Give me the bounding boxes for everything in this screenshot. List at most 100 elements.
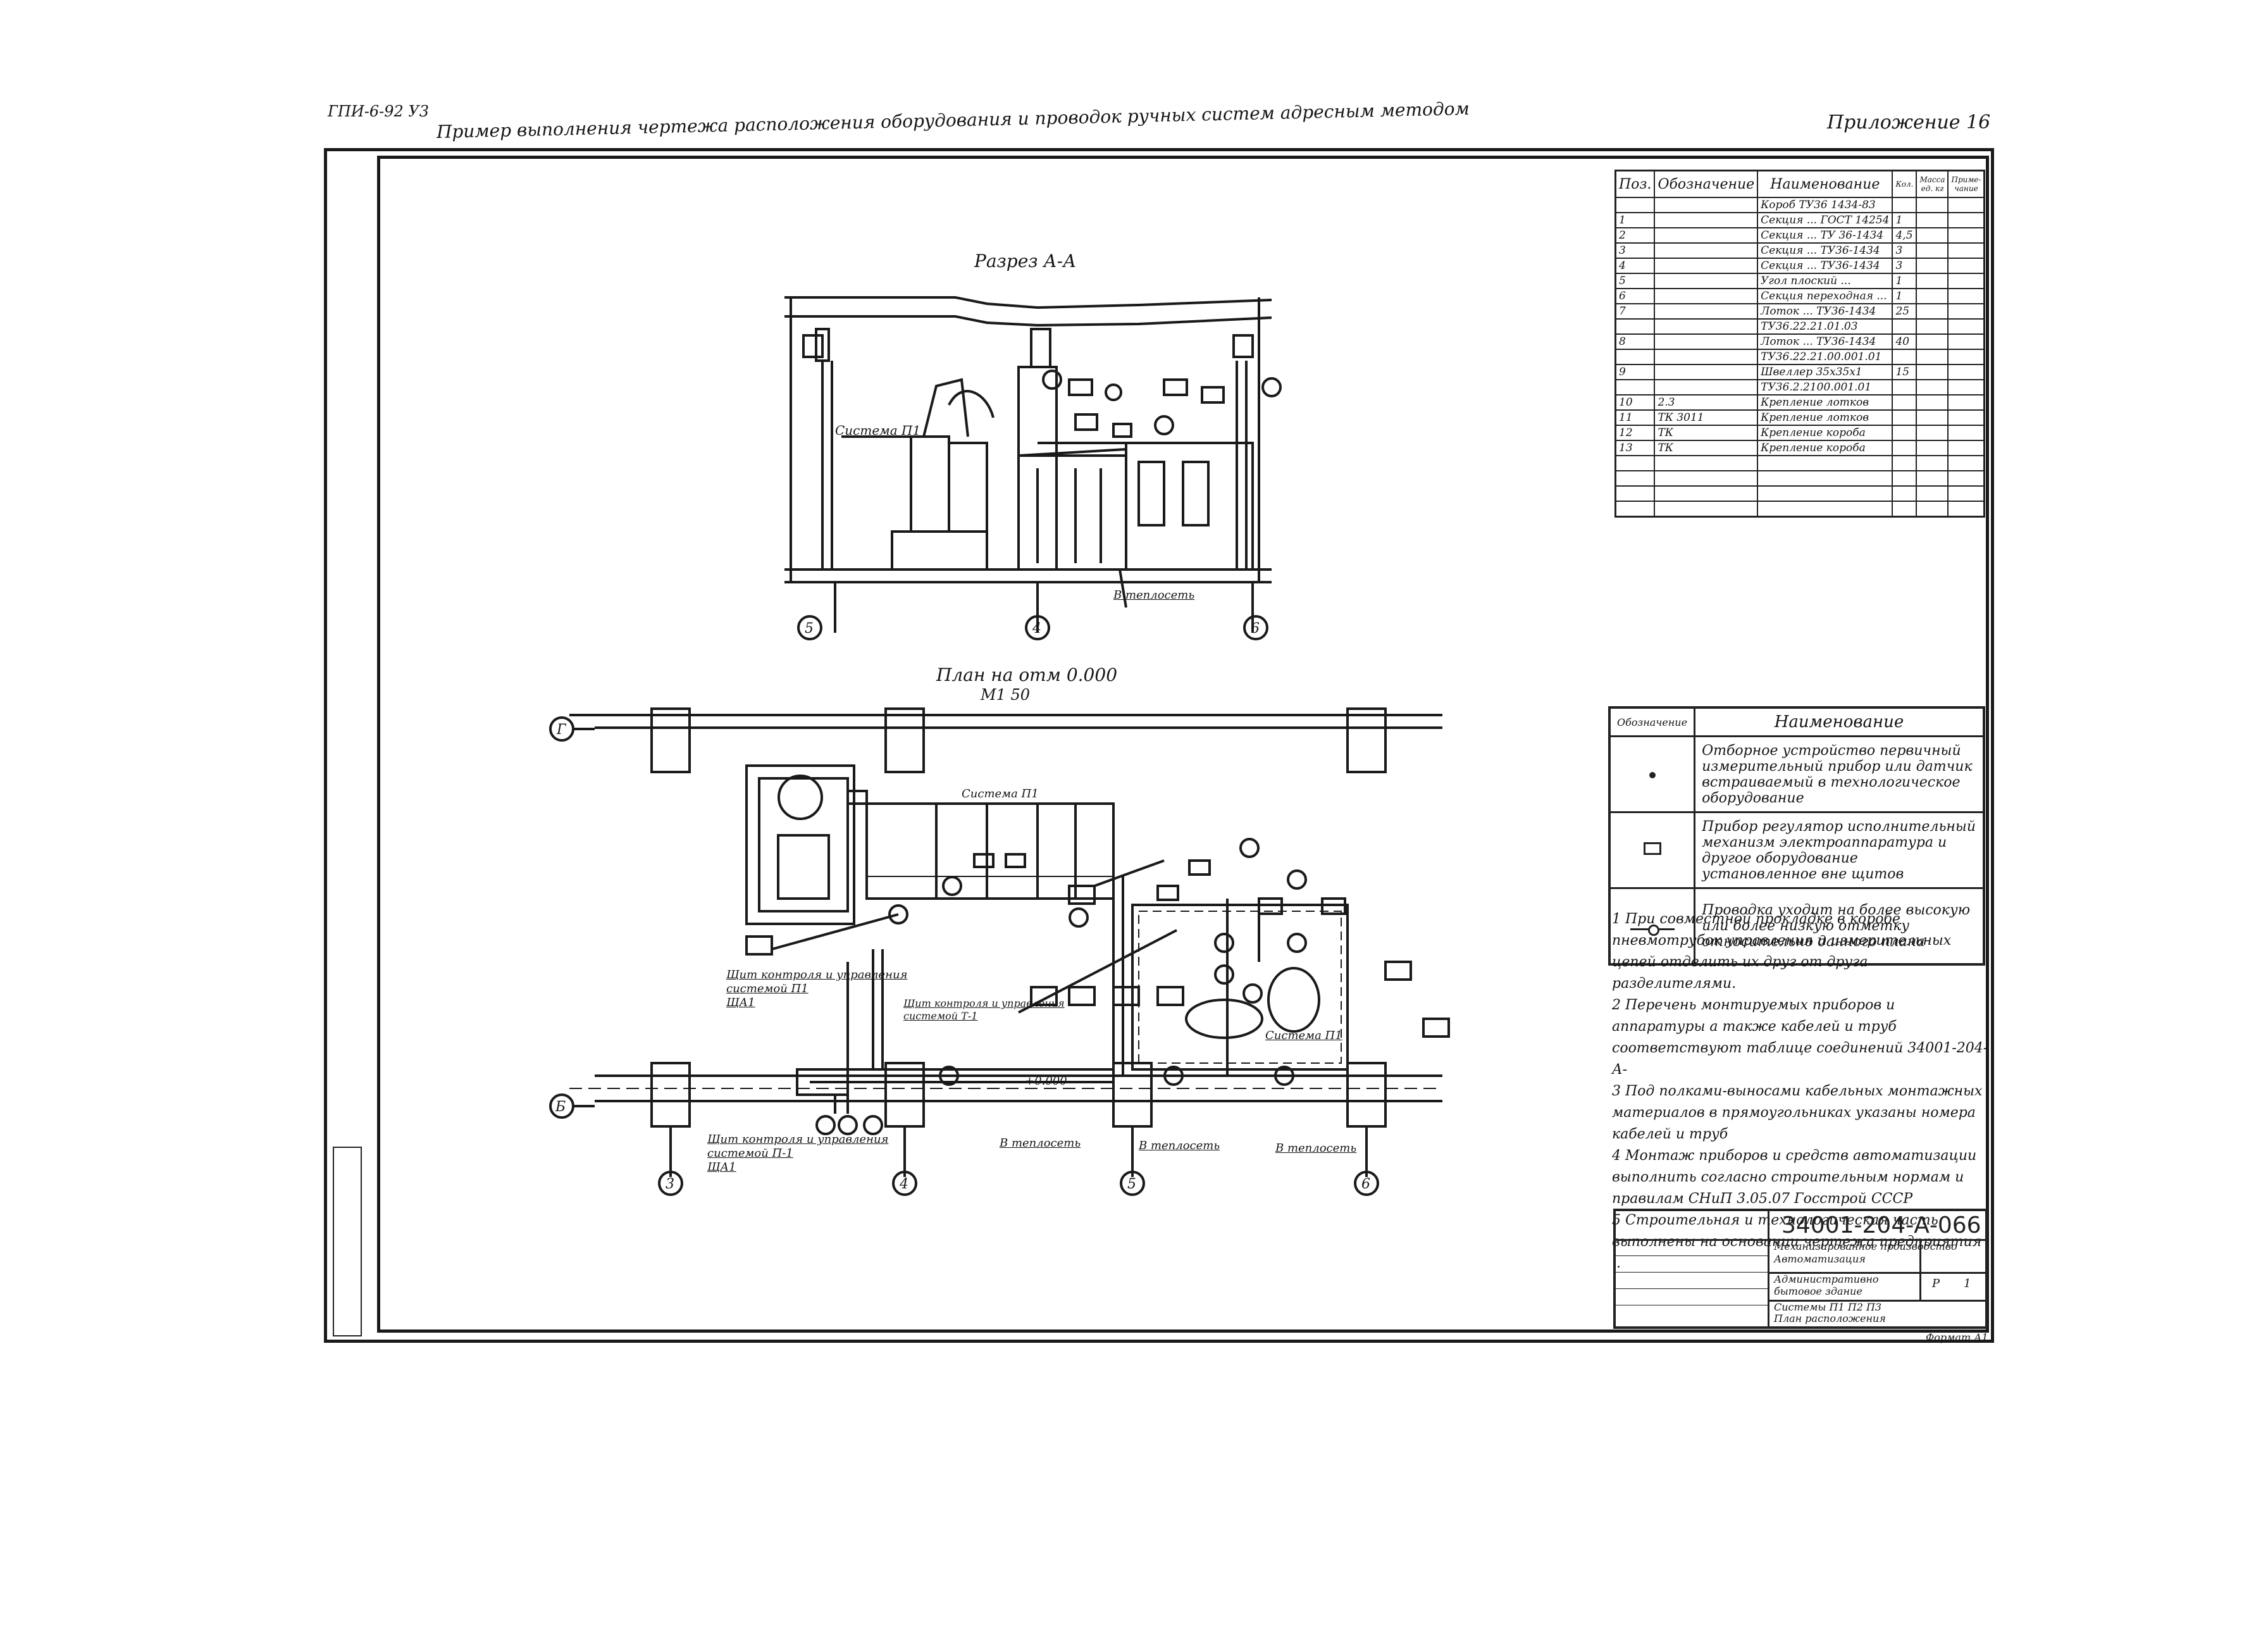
spec-cell: ТК bbox=[1654, 425, 1759, 441]
legend-text: Проводка уходит на более высокую или бол… bbox=[1694, 887, 1985, 965]
spec-cell bbox=[1947, 379, 1985, 395]
plan-system2-label: Система П1 bbox=[1265, 1029, 1342, 1042]
spec-cell: 3 bbox=[1892, 242, 1918, 259]
spec-cell bbox=[1614, 501, 1656, 518]
spec-cell bbox=[1947, 349, 1985, 365]
spec-cell bbox=[1947, 227, 1985, 244]
spec-cell bbox=[1654, 258, 1759, 274]
spec-cell bbox=[1947, 470, 1985, 487]
spec-cell bbox=[1654, 485, 1759, 502]
spec-cell bbox=[1654, 455, 1759, 471]
spec-cell bbox=[1947, 394, 1985, 411]
legend-header-row: Обозначение Наименование bbox=[1608, 706, 1985, 737]
section-floor-label: В теплосеть bbox=[1113, 588, 1195, 602]
section-axis-6: 6 bbox=[1251, 621, 1260, 637]
spec-cell bbox=[1654, 333, 1759, 350]
spec-cell: ТК 3011 bbox=[1654, 409, 1759, 426]
spec-row bbox=[1614, 470, 1985, 487]
spec-cell: 2.3 bbox=[1654, 394, 1759, 411]
specification-table: Поз. Обозначение Наименование Кол. Масса… bbox=[1614, 170, 1986, 518]
spec-cell: 40 bbox=[1892, 333, 1918, 350]
spec-cell: 15 bbox=[1892, 364, 1918, 380]
spec-cell: 7 bbox=[1614, 303, 1656, 320]
spec-cell bbox=[1916, 440, 1949, 456]
legend-col-symbol: Обозначение bbox=[1608, 706, 1696, 737]
spec-cell: ТУ36.22.21.01.03 bbox=[1757, 318, 1893, 335]
spec-cell: 1 bbox=[1892, 212, 1918, 228]
spec-cell bbox=[1892, 440, 1918, 456]
doc-number: 34001-204-А-066 bbox=[1782, 1212, 1981, 1238]
spec-cell: 11 bbox=[1614, 409, 1656, 426]
legend-table: Обозначение Наименование Отборное устрой… bbox=[1608, 706, 1985, 966]
spec-cell bbox=[1654, 288, 1759, 304]
panel3-name: Щит контроля и управления bbox=[903, 997, 1065, 1009]
spec-cell: Секция ... ТУ36-1434 bbox=[1757, 258, 1893, 274]
spec-cell bbox=[1916, 303, 1949, 320]
spec-cell bbox=[1892, 485, 1918, 502]
spec-cell: Короб ТУ36 1434-83 bbox=[1757, 197, 1893, 213]
spec-cell bbox=[1916, 425, 1949, 441]
legend-row: Прибор регулятор исполнительный механизм… bbox=[1608, 811, 1985, 889]
spec-cell bbox=[1654, 379, 1759, 395]
spec-cell: 6 bbox=[1614, 288, 1656, 304]
spec-cell bbox=[1916, 227, 1949, 244]
spec-cell bbox=[1916, 501, 1949, 518]
title-line4: Системы П1 П2 П3 bbox=[1774, 1301, 1882, 1313]
spec-cell bbox=[1947, 409, 1985, 426]
spec-cell: 3 bbox=[1614, 242, 1656, 259]
spec-cell bbox=[1916, 242, 1949, 259]
spec-cell: Крепление лотков bbox=[1757, 394, 1893, 411]
panel1-name: Щит контроля и управления bbox=[726, 968, 908, 981]
section-view bbox=[784, 296, 1282, 640]
dot-icon bbox=[1649, 772, 1656, 778]
legend-col-name: Наименование bbox=[1694, 706, 1985, 737]
spec-col-mass: Масса ед. кг bbox=[1916, 170, 1949, 198]
spec-cell: Секция ... ТУ36-1434 bbox=[1757, 242, 1893, 259]
note-item: 3 Под полками-выносами кабельных монтажн… bbox=[1612, 1083, 1983, 1142]
spec-cell bbox=[1947, 242, 1985, 259]
section-title: Разрез А-А bbox=[974, 251, 1077, 271]
spec-cell: 1 bbox=[1892, 273, 1918, 289]
plan-axis-col-3: 3 bbox=[666, 1176, 674, 1192]
spec-cell bbox=[1654, 227, 1759, 244]
spec-col-pos: Поз. bbox=[1614, 170, 1656, 198]
spec-cell bbox=[1947, 501, 1985, 518]
spec-cell: 4,5 bbox=[1892, 227, 1918, 244]
line-circle-icon bbox=[1630, 924, 1675, 936]
spec-cell bbox=[1916, 212, 1949, 228]
spec-cell: Крепление лотков bbox=[1757, 409, 1893, 426]
title-line3: Административно бытовое здание bbox=[1774, 1273, 1879, 1297]
spec-cell bbox=[1614, 470, 1656, 487]
stage-value: Р bbox=[1932, 1277, 1940, 1290]
spec-cell bbox=[1916, 288, 1949, 304]
spec-cell: Угол плоский ... bbox=[1757, 273, 1893, 289]
inner-frame bbox=[377, 156, 1989, 1333]
spec-row bbox=[1614, 455, 1985, 471]
spec-cell bbox=[1947, 288, 1985, 304]
spec-cell bbox=[1892, 425, 1918, 441]
spec-cell bbox=[1916, 470, 1949, 487]
spec-col-note: Приме- чание bbox=[1947, 170, 1985, 198]
plan-axis-col-6: 6 bbox=[1361, 1176, 1370, 1192]
plan-scale: М1 50 bbox=[981, 686, 1031, 704]
spec-cell bbox=[1614, 197, 1656, 213]
spec-cell bbox=[1614, 379, 1656, 395]
spec-cell bbox=[1947, 425, 1985, 441]
section-axis-5: 5 bbox=[805, 621, 814, 637]
spec-cell bbox=[1947, 303, 1985, 320]
spec-cell bbox=[1654, 318, 1759, 335]
outer-frame bbox=[324, 148, 1994, 1343]
spec-cell bbox=[1614, 455, 1656, 471]
legend-row: Отборное устройство первичный измеритель… bbox=[1608, 735, 1985, 813]
plan-axis-row-b: Б bbox=[555, 1099, 566, 1115]
spec-cell bbox=[1916, 394, 1949, 411]
panel2-label: Щит контроля и управления системой П-1 Щ… bbox=[707, 1133, 888, 1174]
spec-cell bbox=[1654, 349, 1759, 365]
spec-cell bbox=[1947, 440, 1985, 456]
panel3-label: Щит контроля и управления системой Т-1 bbox=[903, 997, 1065, 1023]
